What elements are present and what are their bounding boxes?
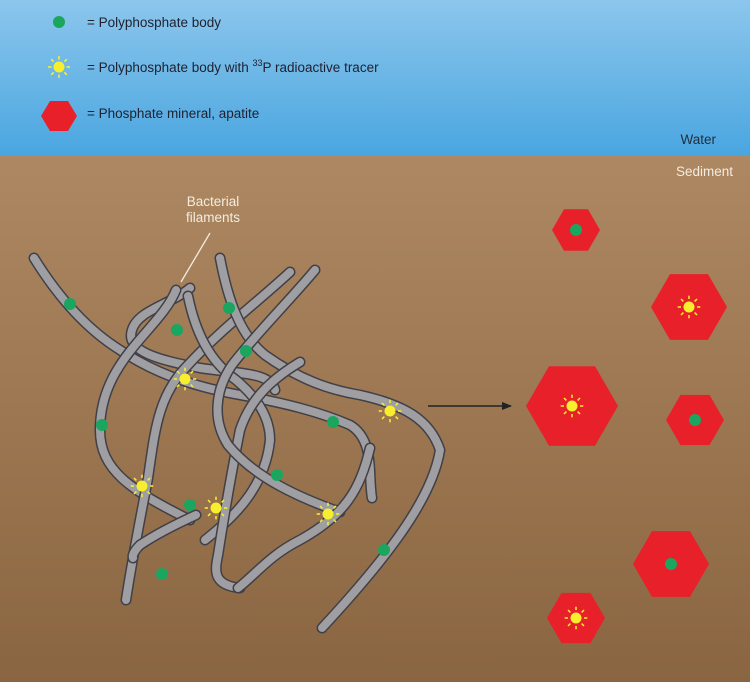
tracer-polyphosphate-body (564, 606, 588, 630)
bacterial-filament (212, 264, 346, 518)
polyphosphate-body (156, 568, 168, 580)
polyphosphate-body (378, 544, 390, 556)
legend-apatite-label: = Phosphate mineral, apatite (87, 106, 259, 121)
legend-green-dot-icon (53, 16, 65, 28)
legend: = Polyphosphate body = Polyphosphate bod… (41, 15, 379, 131)
bacterial-filaments (28, 252, 446, 634)
water-label: Water (680, 132, 716, 147)
tracer-polyphosphate-body (316, 502, 340, 526)
apatite-mineral (633, 531, 709, 597)
polyphosphate-body (240, 345, 252, 357)
bacterial-filament (125, 282, 281, 396)
sediment-label: Sediment (676, 164, 733, 179)
apatite-mineral (526, 366, 618, 446)
water-layer (0, 0, 750, 155)
polyphosphate-body (570, 224, 582, 236)
polyphosphate-body (96, 419, 108, 431)
legend-polyphosphate-label: = Polyphosphate body (87, 15, 221, 30)
bacterial-filament (28, 252, 378, 504)
polyphosphate-body (184, 499, 196, 511)
sediment-layer (0, 155, 750, 682)
bacterial-filament (232, 442, 376, 594)
polyphosphate-body (327, 416, 339, 428)
tracer-polyphosphate-body (560, 394, 584, 418)
tracer-polyphosphate-body (204, 496, 228, 520)
polyphosphate-body (271, 469, 283, 481)
bacterial-filament (182, 290, 276, 546)
apatite-mineral (651, 274, 727, 340)
apatite-mineral (547, 592, 605, 644)
apatite-minerals (526, 209, 727, 644)
tracer-polyphosphate-body (378, 399, 402, 423)
polyphosphate-body (171, 324, 183, 336)
legend-tracer-label: = Polyphosphate body with 33P radioactiv… (87, 58, 379, 75)
legend-yellow-sun-icon (48, 56, 70, 78)
annotation-leader-line (180, 232, 211, 283)
polyphosphate-body (665, 558, 677, 570)
polyphosphate-body (689, 414, 701, 426)
bacterial-filament (210, 356, 306, 594)
apatite-mineral (666, 394, 724, 446)
tracer-polyphosphate-body (130, 474, 154, 498)
legend-red-hexagon-icon (41, 101, 77, 131)
polyphosphate-body (223, 302, 235, 314)
polyphosphate-bodies (64, 298, 402, 580)
polyphosphate-body (64, 298, 76, 310)
apatite-mineral (552, 209, 600, 251)
tracer-polyphosphate-body (173, 367, 197, 391)
tracer-polyphosphate-body (677, 295, 701, 319)
bacterial-filament (127, 509, 202, 564)
